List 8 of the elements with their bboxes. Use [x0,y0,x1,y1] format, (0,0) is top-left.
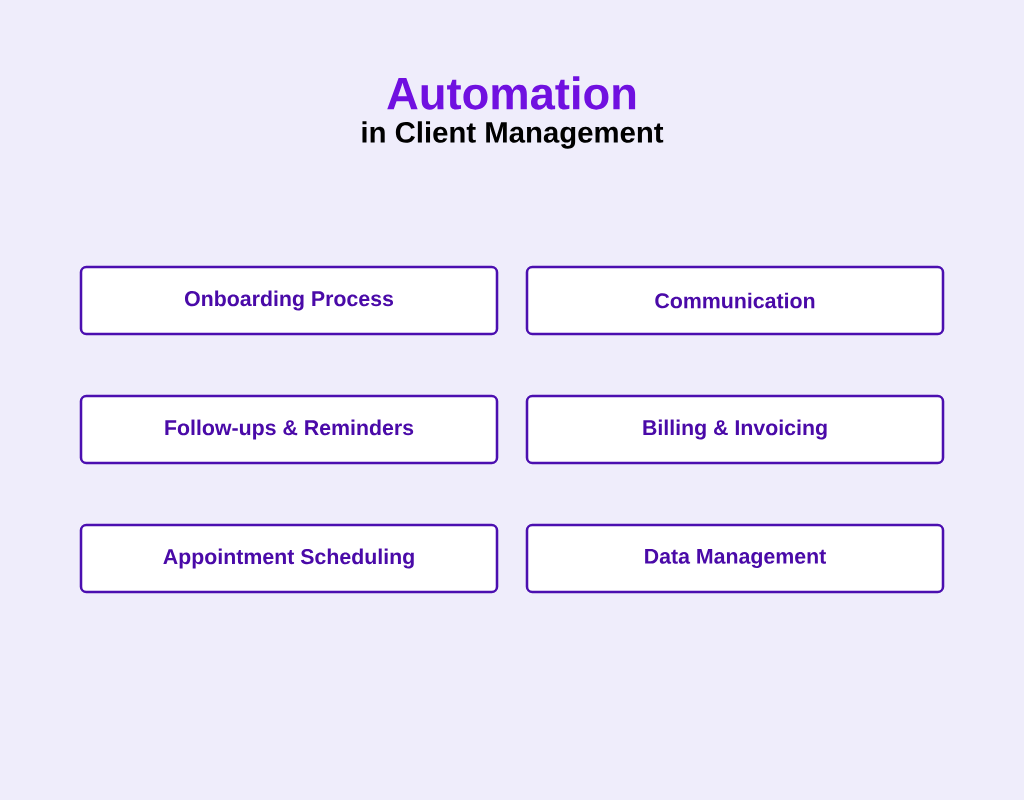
category-box: Billing & Invoicing [525,394,945,465]
category-box: Appointment Scheduling [79,523,499,594]
category-box: Follow-ups & Reminders [79,394,499,465]
category-box: Communication [525,265,945,336]
category-box: Data Management [525,523,945,594]
subtitle: in Client Management [362,121,664,149]
category-box: Onboarding Process [79,265,499,336]
title: Automation [387,76,636,110]
